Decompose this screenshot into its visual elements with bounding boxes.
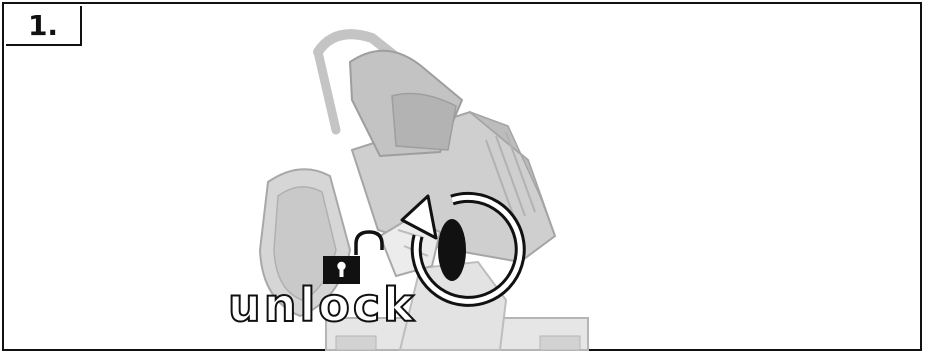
lock-knob [438, 219, 466, 281]
unlock-label: unlock [228, 282, 417, 328]
handle [318, 34, 462, 156]
